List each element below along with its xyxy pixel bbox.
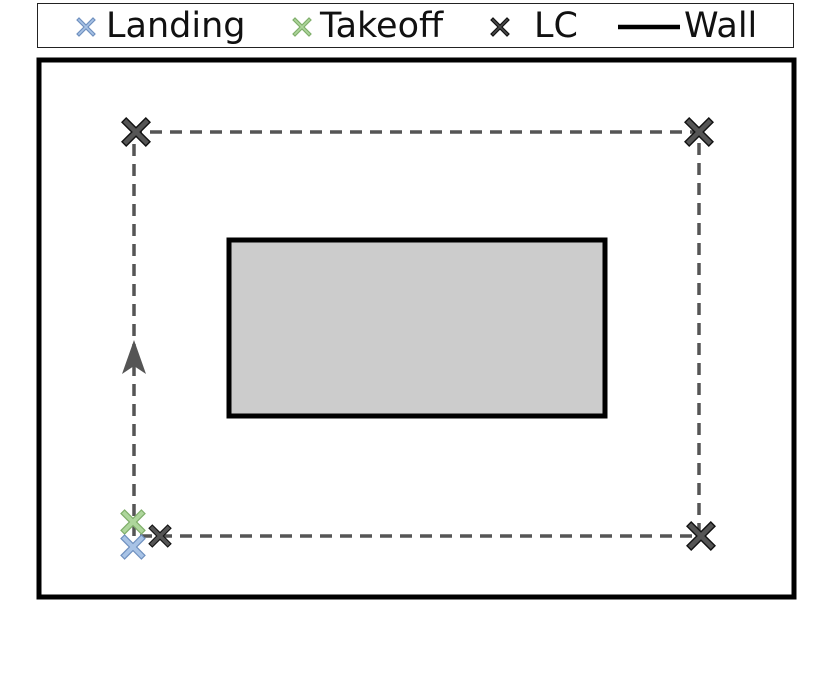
outer-wall: [36, 57, 797, 600]
landing-marker: [120, 534, 146, 560]
lc-legend-marker: [490, 16, 510, 37]
landing-legend-marker: [76, 16, 96, 37]
x-marker-icon: [76, 16, 96, 37]
legend-label-landing: Landing: [106, 6, 246, 46]
legend-item-lc: LC: [486, 4, 578, 49]
legend-item-takeoff: Takeoff: [288, 4, 443, 49]
x-marker-icon: [490, 16, 510, 37]
legend-label-wall: Wall: [684, 6, 758, 46]
takeoff-legend-marker: [292, 16, 312, 37]
lc-marker-top-right: [684, 117, 714, 147]
legend-item-wall: Wall: [618, 4, 757, 49]
lc-marker-top-left: [121, 117, 151, 147]
central-obstacle: [226, 237, 608, 419]
legend-label-lc: LC: [534, 6, 578, 46]
solid-line-icon: [618, 24, 680, 29]
direction-arrow-icon: [122, 340, 146, 374]
legend: Landing Takeoff LC Wall: [37, 3, 794, 48]
legend-label-takeoff: Takeoff: [320, 6, 444, 46]
legend-item-landing: Landing: [72, 4, 245, 49]
x-marker-icon: [292, 16, 312, 37]
